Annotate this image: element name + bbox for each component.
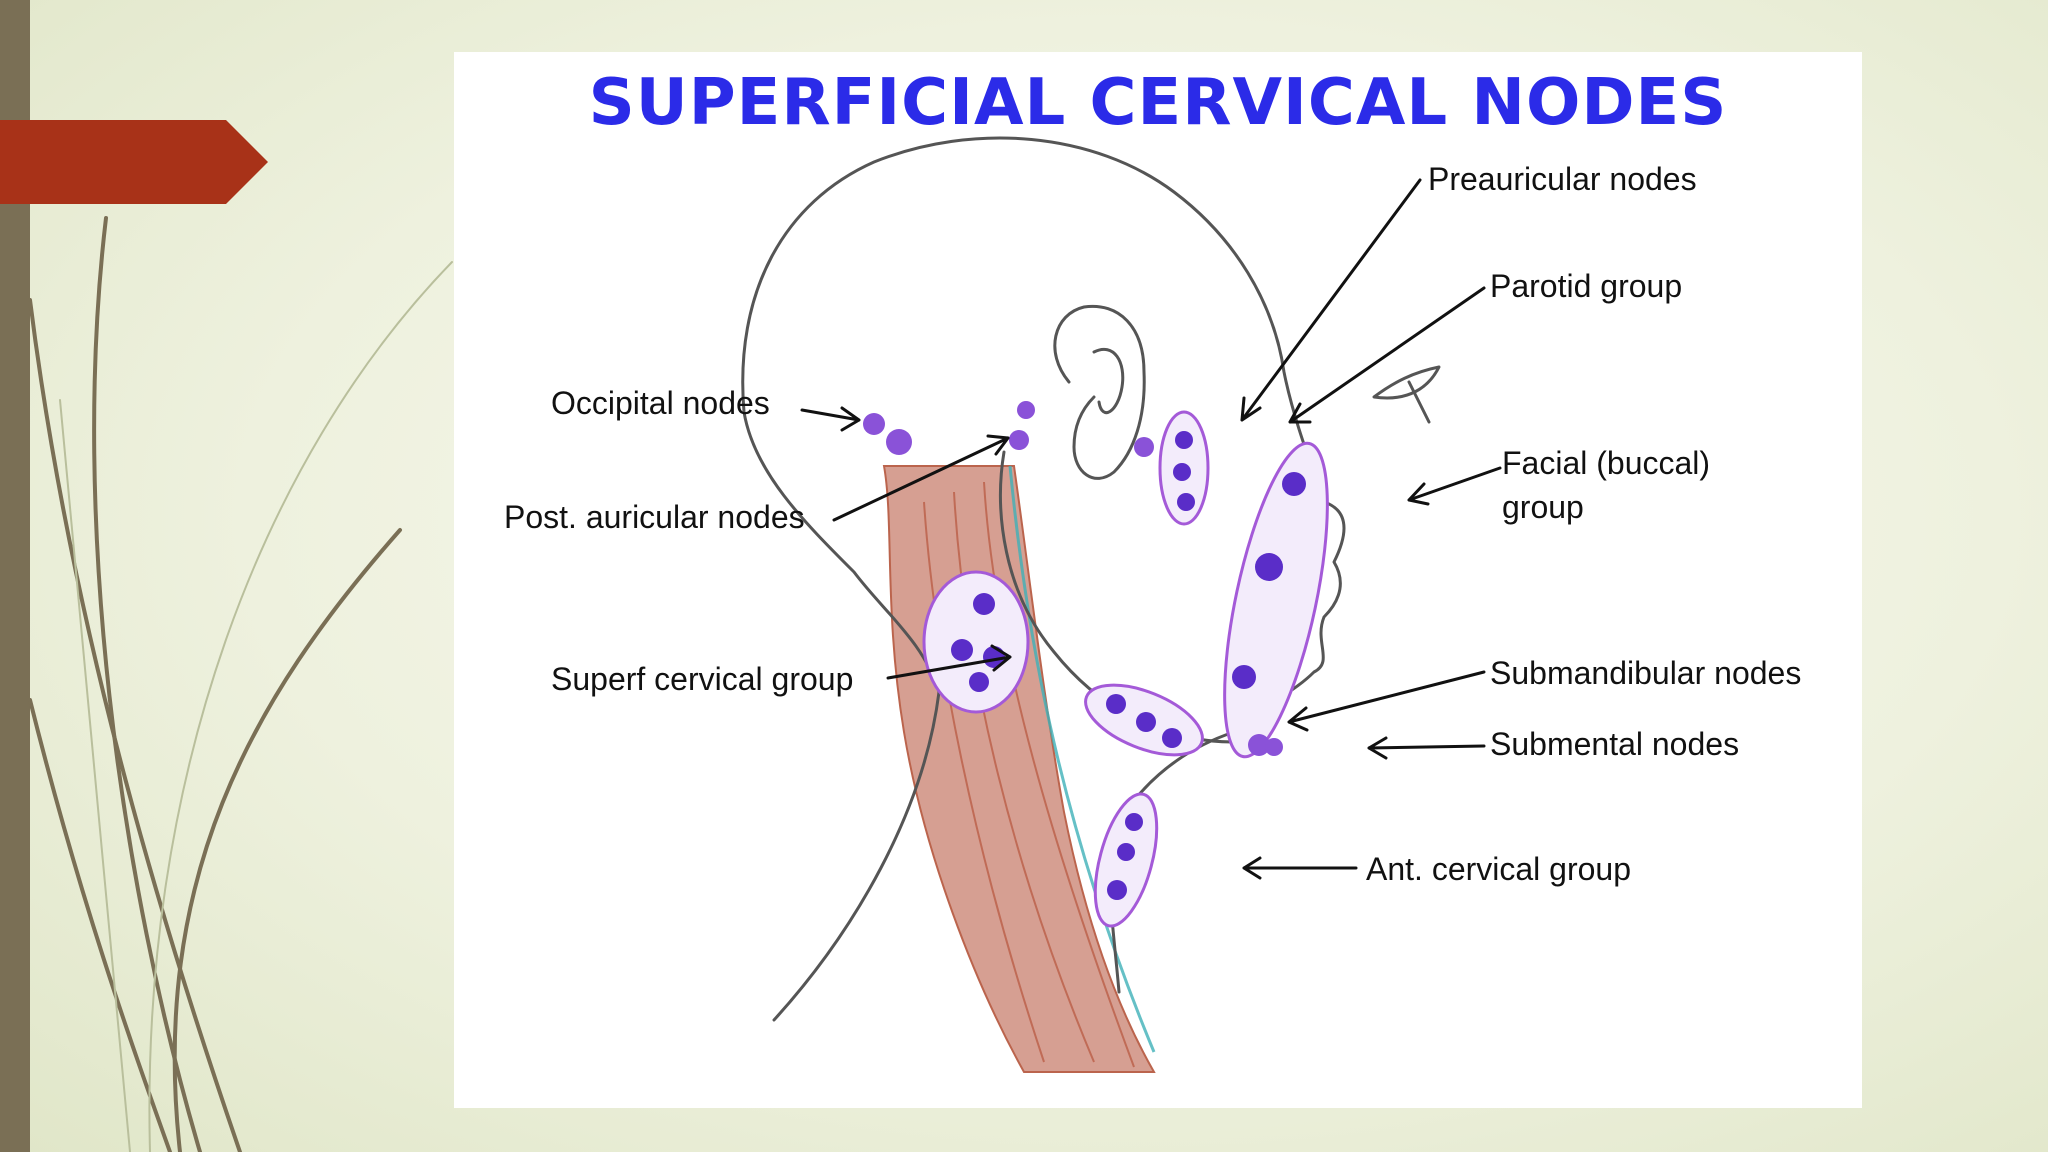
label-submandibular-nodes: Submandibular nodes — [1490, 655, 1801, 691]
red-arrow-tab — [0, 120, 268, 204]
head-neck-drawing: Preauricular nodes Parotid group Occipit… — [504, 136, 1801, 1073]
label-occipital-nodes: Occipital nodes — [551, 385, 770, 421]
diagram-panel: SUPERFICIAL CERVICAL NODES — [454, 52, 1862, 1108]
label-arrows — [800, 178, 1502, 880]
submental-nodes — [1248, 734, 1283, 756]
decorative-lines — [0, 120, 453, 1152]
decorative-curve-5 — [148, 261, 453, 1152]
ear-outline — [1053, 304, 1146, 480]
label-facial-buccal-line1: Facial (buccal) — [1502, 445, 1710, 481]
neck-muscle-fibers — [923, 481, 1135, 1068]
arrow-submandibular — [1287, 670, 1486, 732]
anterior-cervical-group — [1093, 792, 1159, 928]
arrow-occipital — [800, 406, 861, 432]
decorative-curve-4 — [28, 698, 172, 1152]
arrow-submental — [1367, 736, 1486, 760]
label-ant-cervical-group: Ant. cervical group — [1366, 851, 1631, 887]
decorative-curve-3 — [172, 528, 402, 1152]
post-auricular-nodes — [1009, 401, 1035, 450]
decorative-curve-6 — [59, 399, 131, 1152]
arrow-post-auricular — [832, 434, 1010, 522]
diagram-title: SUPERFICIAL CERVICAL NODES — [588, 66, 1728, 140]
label-facial-buccal-line2: group — [1502, 489, 1584, 525]
decorative-curve-1 — [92, 216, 202, 1152]
arrow-superf-cervical — [886, 644, 1012, 680]
arrow-ant-cervical — [1242, 856, 1358, 880]
label-superf-cervical-group: Superf cervical group — [551, 661, 853, 697]
submandibular-nodes — [1084, 683, 1204, 757]
ear-inner — [1092, 348, 1125, 415]
parotid-group — [1158, 410, 1210, 526]
label-preauricular-nodes: Preauricular nodes — [1428, 161, 1697, 197]
preauricular-nodes — [1134, 437, 1154, 457]
label-submental-nodes: Submental nodes — [1490, 726, 1739, 762]
occipital-nodes — [863, 413, 912, 455]
label-post-auricular-nodes: Post. auricular nodes — [504, 499, 805, 535]
arrow-preauricular — [1240, 178, 1422, 422]
label-parotid-group: Parotid group — [1490, 268, 1682, 304]
eye-sketch — [1372, 365, 1441, 424]
arrow-facial — [1407, 466, 1502, 506]
decorative-curve-2 — [28, 298, 242, 1152]
superficial-cervical-group — [922, 570, 1030, 714]
arrow-parotid — [1288, 286, 1486, 424]
facial-buccal-group — [1223, 441, 1329, 759]
